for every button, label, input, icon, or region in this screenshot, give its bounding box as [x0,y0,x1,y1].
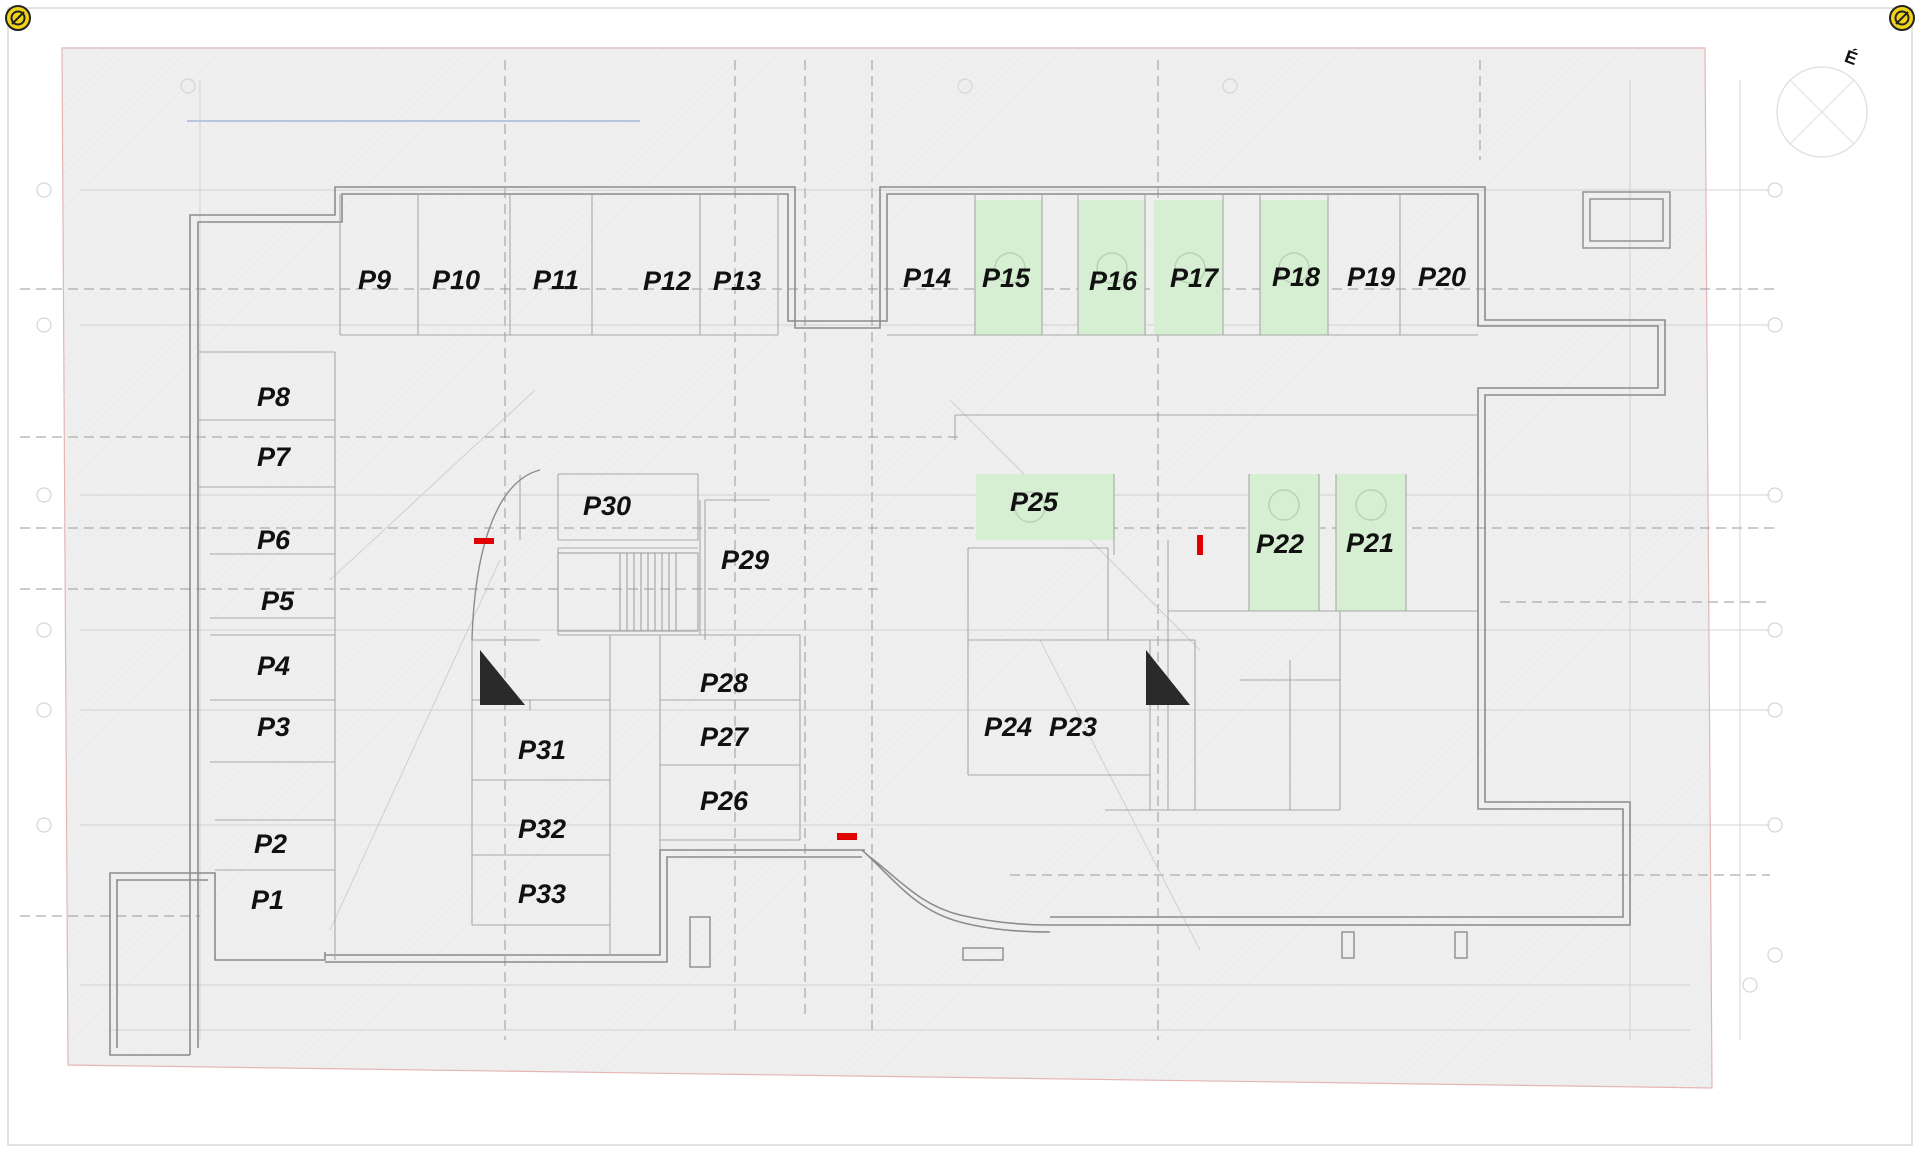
space-label-p25: P25 [1010,487,1059,517]
red-marker [474,538,494,544]
north-label: É [1842,45,1860,69]
space-label-p33: P33 [518,879,566,909]
space-label-p26: P26 [700,786,749,816]
space-label-p30: P30 [583,491,631,521]
space-label-p13: P13 [713,266,761,296]
axis-bubbles [36,78,1783,993]
space-label-p7: P7 [257,442,292,472]
bay-highlight-p21 [1336,474,1406,611]
space-label-p24: P24 [984,712,1032,742]
highlighted-bays [975,200,1406,611]
north-compass: É [1776,45,1868,158]
bay-highlight-p18 [1260,200,1328,335]
space-label-p18: P18 [1272,262,1320,292]
space-label-p28: P28 [700,668,748,698]
space-label-p21: P21 [1346,528,1394,558]
red-markers [474,535,1203,840]
bay-highlight-p16 [1078,200,1145,335]
curved-wall [471,469,541,641]
space-label-p9: P9 [358,265,391,295]
sheet-frame [7,7,1913,1146]
space-label-p1: P1 [251,885,284,915]
car-icon-group [994,252,1387,523]
space-label-p29: P29 [721,545,769,575]
space-label-p8: P8 [257,382,290,412]
bay-highlight-p22 [1249,474,1319,611]
space-label-p16: P16 [1089,266,1138,296]
grid-lines [20,60,1780,1040]
space-label-p3: P3 [257,712,290,742]
bay-highlight-p17 [1154,200,1223,335]
prohibited-icon [1889,5,1915,31]
space-label-p11: P11 [533,265,579,295]
space-label-p6: P6 [257,525,291,555]
ramp-marker [1146,650,1190,705]
space-label-p2: P2 [254,829,287,859]
space-label-p22: P22 [1256,529,1304,559]
space-label-p10: P10 [432,265,480,295]
space-label-p4: P4 [257,651,290,681]
building-walls [109,186,1666,1056]
space-label-p23: P23 [1049,712,1097,742]
space-label-p31: P31 [518,735,566,765]
interior-walls [198,194,1478,960]
space-labels: P1 P2 P3 P4 P5 P6 P7 P8 P9 P10 P11 P12 P… [251,262,1466,915]
space-label-p15: P15 [982,263,1031,293]
space-label-p20: P20 [1418,262,1466,292]
space-label-p27: P27 [700,722,750,752]
red-marker [1197,535,1203,555]
space-label-p12: P12 [643,266,691,296]
bay-highlight-p15 [975,200,1042,335]
space-label-p14: P14 [903,263,951,293]
prohibited-icon [5,5,31,31]
red-marker [837,833,857,840]
ramp-marker [480,650,525,705]
annex-structures [689,191,1671,968]
space-label-p5: P5 [261,586,295,616]
space-label-p19: P19 [1347,262,1395,292]
space-label-p17: P17 [1170,263,1220,293]
space-label-p32: P32 [518,814,566,844]
stair [557,552,699,632]
